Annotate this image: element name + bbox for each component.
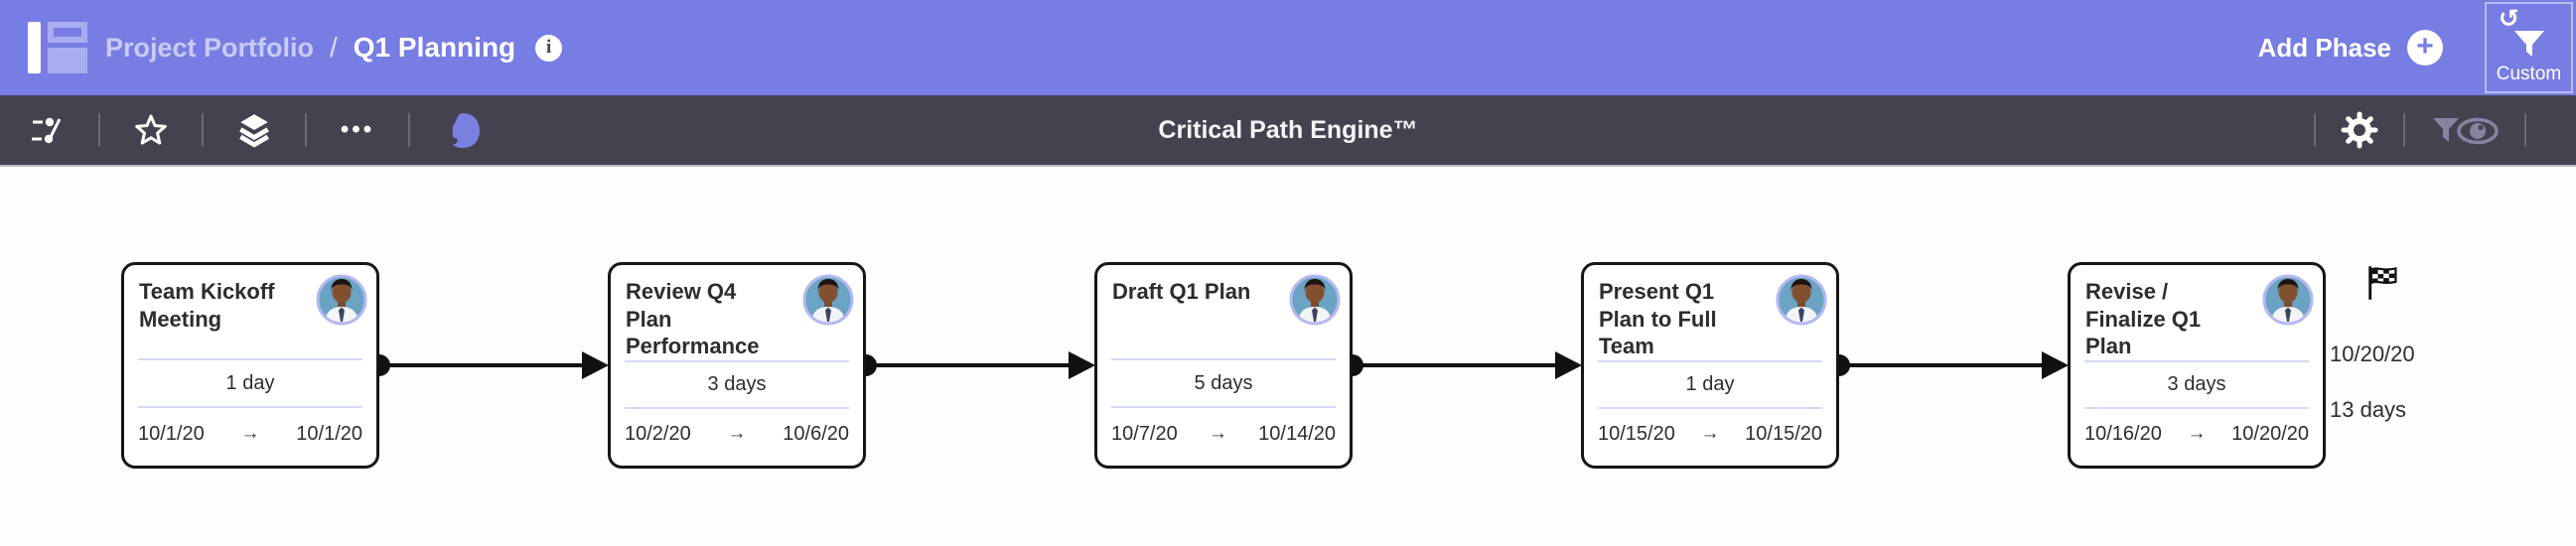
- dependency-path-button[interactable]: [28, 111, 68, 149]
- toolbar-divider: [2314, 113, 2316, 147]
- toolbar-divider: [305, 113, 307, 147]
- task-end-date: 10/20/20: [2231, 422, 2309, 445]
- refresh-icon[interactable]: ↺: [2499, 4, 2519, 33]
- add-phase-button[interactable]: Add Phase +: [2258, 0, 2443, 95]
- card-divider: [1111, 406, 1336, 408]
- assignee-avatar[interactable]: [1289, 274, 1341, 326]
- breadcrumb-separator: /: [330, 32, 338, 63]
- settings-button[interactable]: [2340, 110, 2379, 150]
- layers-button[interactable]: [234, 111, 274, 149]
- logo-bar: [28, 22, 41, 73]
- finish-flag-icon: [2368, 266, 2397, 300]
- task-card[interactable]: Present Q1 Plan to Full Team 1 day 10/15…: [1581, 262, 1839, 469]
- task-start-date: 10/7/20: [1111, 422, 1178, 445]
- date-range-arrow: →: [1700, 423, 1720, 445]
- add-phase-label: Add Phase: [2257, 32, 2391, 63]
- toolbar-divider: [98, 113, 100, 147]
- card-divider: [1598, 359, 1822, 362]
- toolbar-divider: [2524, 113, 2526, 147]
- app-logo[interactable]: [28, 22, 87, 73]
- task-duration: 1 day: [225, 371, 275, 394]
- breadcrumb-project-link[interactable]: Project Portfolio: [105, 32, 315, 63]
- card-divider: [2084, 406, 2309, 409]
- card-divider: [625, 359, 849, 362]
- toolbar: ••• Critical Path Engine™: [0, 95, 2576, 167]
- task-title: Draft Q1 Plan: [1112, 279, 1251, 304]
- card-divider: [138, 406, 362, 408]
- ellipsis-icon: •••: [340, 116, 375, 143]
- dependency-path-icon: [32, 117, 62, 144]
- task-duration: 3 days: [2167, 372, 2226, 395]
- date-range-arrow: →: [1208, 423, 1227, 444]
- arrowhead: [1069, 351, 1095, 379]
- favorite-button[interactable]: [131, 111, 171, 149]
- arrowhead: [2042, 351, 2069, 379]
- date-range-arrow: →: [240, 423, 260, 444]
- assignee-avatar[interactable]: [802, 274, 854, 326]
- filter-eye-icon: [2433, 117, 2499, 145]
- card-divider: [625, 406, 849, 409]
- filter-funnel-icon: [2513, 31, 2544, 57]
- toolbar-title: Critical Path Engine™: [1158, 115, 1418, 144]
- connector-layer: [368, 351, 2069, 379]
- app-header: Project Portfolio / Q1 Planning i Add Ph…: [0, 0, 2576, 95]
- finish-date: 10/20/20: [2330, 341, 2415, 366]
- layers-icon: [239, 114, 269, 148]
- plus-icon: +: [2407, 30, 2443, 66]
- page-title: Q1 Planning: [353, 32, 516, 63]
- arrowhead: [1555, 351, 1582, 379]
- breadcrumb: Project Portfolio / Q1 Planning i: [105, 32, 563, 64]
- task-end-date: 10/14/20: [1258, 422, 1336, 445]
- profile-silhouette-icon: [452, 113, 480, 148]
- logo-outline-block: [48, 22, 87, 43]
- toolbar-divider: [2403, 113, 2405, 147]
- card-divider: [1111, 358, 1336, 360]
- logo-solid-block: [48, 48, 87, 73]
- assignee-avatar[interactable]: [1776, 274, 1827, 326]
- card-divider: [138, 358, 362, 360]
- task-card[interactable]: Team Kickoff Meeting 1 day 10/1/20 → 10/…: [121, 262, 379, 469]
- task-duration: 3 days: [707, 372, 767, 395]
- total-duration: 13 days: [2330, 397, 2407, 422]
- task-card[interactable]: Review Q4 Plan Performance 3 days 10/2/2…: [608, 262, 866, 469]
- task-title: Review Q4 Plan Performance: [626, 279, 760, 358]
- task-end-date: 10/6/20: [783, 422, 849, 445]
- task-start-date: 10/2/20: [625, 422, 691, 445]
- gear-icon: [2341, 111, 2378, 149]
- critical-path-canvas[interactable]: Team Kickoff Meeting 1 day 10/1/20 → 10/…: [0, 167, 2576, 546]
- task-start-date: 10/1/20: [138, 422, 205, 445]
- filter-visibility-button[interactable]: [2429, 110, 2501, 150]
- custom-filter-button[interactable]: ↺ Custom: [2485, 2, 2573, 93]
- assignee-avatar-button[interactable]: [441, 107, 481, 153]
- task-start-date: 10/15/20: [1598, 422, 1675, 445]
- task-start-date: 10/16/20: [2084, 422, 2162, 445]
- task-duration: 1 day: [1685, 372, 1735, 395]
- task-title: Present Q1 Plan to Full Team: [1599, 279, 1717, 358]
- toolbar-divider: [202, 113, 204, 147]
- task-card[interactable]: Revise / Finalize Q1 Plan 3 days 10/16/2…: [2068, 262, 2326, 469]
- arrowhead: [582, 351, 609, 379]
- task-title: Team Kickoff Meeting: [139, 279, 275, 332]
- task-end-date: 10/15/20: [1745, 422, 1822, 445]
- date-range-arrow: →: [2187, 423, 2207, 445]
- date-range-arrow: →: [727, 423, 747, 445]
- custom-filter-label: Custom: [2496, 64, 2562, 84]
- info-icon[interactable]: i: [535, 34, 563, 62]
- task-card[interactable]: Draft Q1 Plan 5 days 10/7/20 → 10/14/20: [1094, 262, 1353, 469]
- task-title: Revise / Finalize Q1 Plan: [2085, 279, 2202, 358]
- star-icon: [135, 114, 167, 145]
- task-duration: 5 days: [1194, 371, 1253, 394]
- card-divider: [2084, 359, 2309, 362]
- assignee-avatar[interactable]: [2262, 274, 2314, 326]
- assignee-avatar[interactable]: [316, 274, 367, 326]
- card-divider: [1598, 406, 1822, 409]
- more-options-button[interactable]: •••: [338, 116, 377, 144]
- toolbar-divider: [408, 113, 410, 147]
- task-end-date: 10/1/20: [296, 422, 362, 445]
